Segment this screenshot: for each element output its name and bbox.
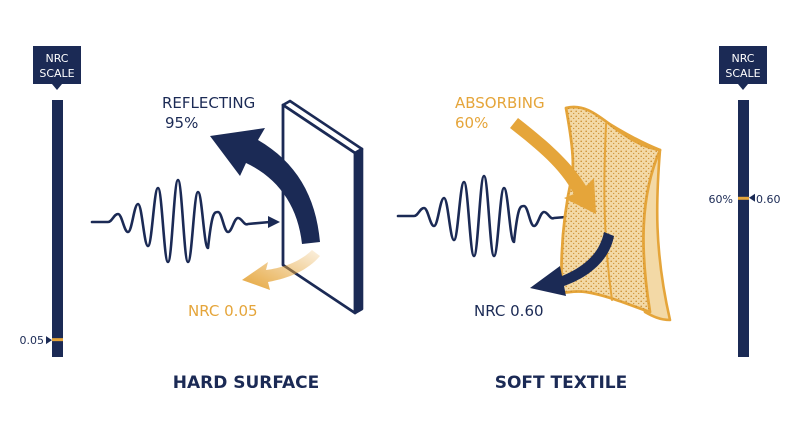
hard-nrc-label: NRC 0.05 — [188, 302, 258, 320]
hard-wave-arrowhead-icon — [268, 216, 280, 228]
reflect-arrow-icon — [210, 128, 320, 244]
right-scale-marker-label-value: 0.60 — [756, 193, 781, 206]
soft-nrc-label: NRC 0.60 — [474, 302, 544, 320]
left-scale-marker — [52, 338, 63, 342]
soft-nrc-arrow-icon — [530, 232, 614, 296]
right-scale-tag-line1: NRC — [731, 52, 754, 65]
absorbing-percent: 60% — [455, 114, 488, 132]
left-nrc-scale: NRC SCALE 0.05 — [20, 46, 81, 357]
soft-textile-heading: SOFT TEXTILE — [495, 373, 628, 393]
hard-surface-heading: HARD SURFACE — [173, 373, 320, 393]
right-scale-marker-label-percent: 60% — [709, 193, 733, 206]
left-scale-pointer-icon — [46, 336, 52, 345]
textile-inner-fold — [603, 123, 613, 301]
left-scale-tag — [33, 46, 81, 90]
hard-incoming-sound-wave-icon — [90, 178, 272, 264]
left-scale-tag-line1: NRC — [45, 52, 68, 65]
soft-textile-scene: ABSORBING 60% NRC 0.60 SOFT TEXTILE — [396, 94, 672, 393]
right-scale-tag-line2: SCALE — [725, 67, 760, 80]
left-scale-tag-line2: SCALE — [39, 67, 74, 80]
right-scale-bar — [738, 100, 749, 357]
right-scale-pointer-icon — [749, 193, 755, 202]
soft-incoming-sound-wave-icon — [396, 174, 580, 258]
right-scale-marker — [738, 196, 749, 200]
absorbing-label: ABSORBING — [455, 94, 545, 112]
absorb-arrow-icon — [510, 118, 596, 214]
reflecting-percent: 95% — [165, 114, 198, 132]
reflecting-label: REFLECTING — [162, 94, 255, 112]
textile-texture — [561, 106, 660, 312]
hard-surface-scene: REFLECTING 95% NRC 0.05 HARD SURFACE — [90, 94, 364, 393]
right-scale-tag — [719, 46, 767, 90]
right-nrc-scale: NRC SCALE 60% 0.60 — [709, 46, 781, 357]
hard-nrc-arrow-icon — [242, 250, 320, 290]
left-scale-bar — [52, 100, 63, 357]
left-scale-marker-label: 0.05 — [20, 334, 45, 347]
